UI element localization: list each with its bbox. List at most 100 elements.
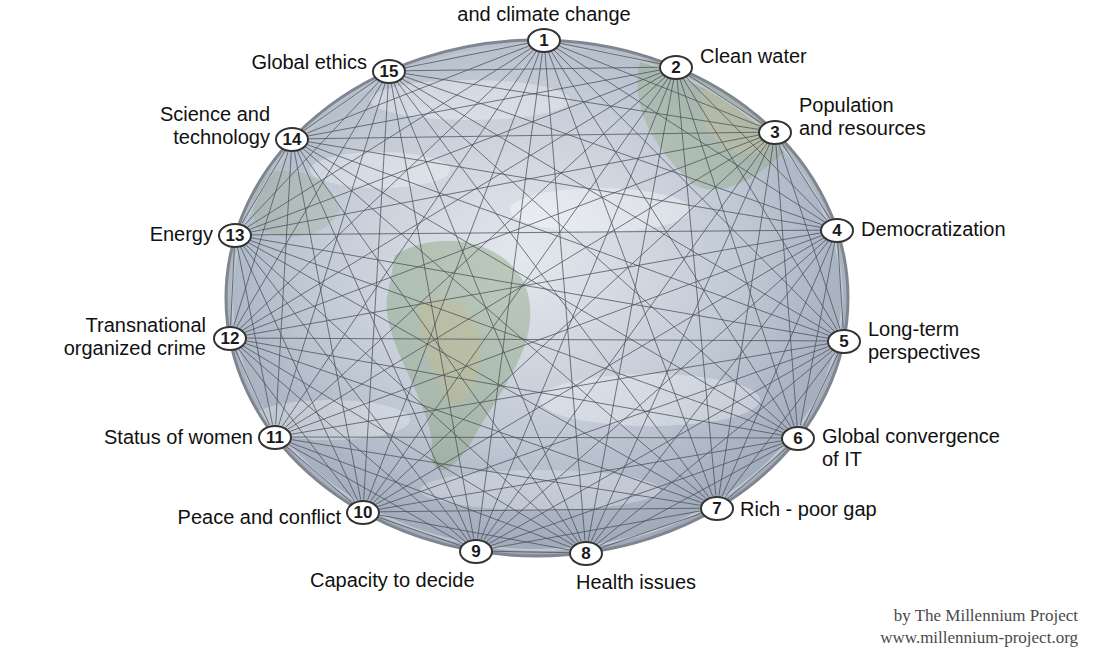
challenge-node: 7Rich - poor gap — [700, 496, 734, 521]
globe-disc — [226, 40, 848, 556]
challenge-label: and climate change — [394, 3, 694, 26]
relation-line — [303, 149, 706, 499]
challenge-number: 7 — [700, 496, 734, 521]
relation-line — [478, 52, 543, 538]
challenge-node: 1and climate change — [527, 28, 561, 53]
relation-line — [240, 50, 533, 328]
globe-inner-ring — [232, 46, 842, 550]
credit-note: by The Millennium Project — [894, 606, 1078, 626]
challenge-number: 12 — [213, 326, 247, 351]
challenge-label: Science and technology — [90, 103, 270, 149]
challenge-node: 12Transnational organized crime — [213, 326, 247, 351]
relation-line — [378, 517, 460, 545]
challenge-number: 9 — [459, 539, 493, 564]
relation-line — [297, 151, 470, 539]
challenge-label: Democratization — [861, 218, 1061, 241]
relation-line — [601, 513, 701, 547]
challenge-label: Long-term perspectives — [868, 318, 1008, 364]
relation-line — [252, 230, 820, 235]
relation-line — [304, 80, 376, 131]
relation-line — [394, 83, 581, 541]
challenge-node: 14Science and technology — [275, 127, 309, 152]
relation-line — [247, 338, 827, 341]
relation-line — [243, 75, 663, 330]
relation-line — [245, 138, 760, 333]
credit-note: www.millennium-project.org — [880, 628, 1078, 648]
challenge-label: Peace and conflict — [81, 506, 341, 529]
challenge-label: Energy — [33, 223, 213, 246]
relation-line — [305, 147, 784, 430]
challenge-number: 3 — [758, 120, 792, 145]
relation-line — [231, 247, 235, 325]
relation-line — [402, 79, 831, 333]
challenge-node: 4Democratization — [820, 218, 854, 243]
challenge-number: 8 — [569, 541, 603, 566]
challenge-number: 5 — [827, 329, 861, 354]
challenge-node: 15Global ethics — [372, 59, 406, 84]
relation-line — [294, 151, 360, 499]
relation-line — [242, 150, 285, 223]
relation-line — [400, 81, 787, 429]
relation-line — [292, 440, 701, 506]
challenge-node: 13Energy — [218, 223, 252, 248]
challenge-label: Global convergence of IT — [822, 425, 1002, 471]
globe-outer-ring — [226, 40, 848, 556]
relation-line — [683, 78, 837, 329]
relation-line — [493, 551, 569, 552]
challenge-label: Rich - poor gap — [740, 498, 940, 521]
relation-line — [406, 67, 659, 71]
relation-line — [276, 151, 292, 424]
challenge-number: 1 — [527, 28, 561, 53]
challenge-node: 11Status of women — [258, 425, 292, 450]
relation-line — [391, 83, 474, 538]
relation-line — [404, 76, 821, 224]
relation-line — [245, 81, 380, 224]
challenge-node: 8Health issues — [569, 541, 603, 566]
relation-line — [235, 350, 269, 425]
relation-line — [782, 143, 830, 218]
relation-line — [309, 142, 821, 227]
challenge-number: 14 — [275, 127, 309, 152]
challenge-label: Transnational organized crime — [6, 314, 206, 360]
relation-line — [308, 70, 659, 136]
challenge-number: 13 — [218, 223, 252, 248]
relation-line — [554, 50, 834, 331]
relation-line — [250, 241, 782, 433]
relation-line — [288, 445, 462, 544]
relation-line — [600, 445, 785, 545]
challenge-label: Clean water — [700, 45, 880, 68]
challenge-node: 6Global convergence of IT — [781, 426, 815, 451]
relation-line — [374, 142, 765, 502]
challenge-label: Capacity to decide — [310, 569, 520, 592]
challenge-number: 10 — [346, 500, 380, 525]
challenge-node: 3Population and resources — [758, 120, 792, 145]
relation-line — [487, 240, 826, 542]
challenge-number: 6 — [781, 426, 815, 451]
relation-line — [481, 79, 671, 539]
relation-line — [405, 43, 527, 67]
challenge-label: Health issues — [576, 571, 776, 594]
relation-line — [397, 82, 709, 497]
relation-line — [484, 143, 767, 540]
challenge-node: 10Peace and conflict — [346, 500, 380, 525]
challenge-number: 2 — [659, 55, 693, 80]
relation-line — [838, 242, 843, 328]
relation-line — [491, 443, 782, 545]
relation-line — [238, 349, 354, 501]
relation-line — [728, 448, 787, 499]
relation-line — [722, 242, 832, 496]
relation-line — [364, 83, 389, 499]
challenge-number: 4 — [820, 218, 854, 243]
relation-line — [292, 437, 781, 439]
challenge-number: 11 — [258, 425, 292, 450]
relation-line — [248, 243, 703, 501]
challenge-number: 15 — [372, 59, 406, 84]
relation-line — [240, 247, 357, 500]
challenge-label: Status of women — [33, 426, 253, 449]
relation-line — [309, 132, 758, 139]
relation-line — [245, 343, 701, 502]
relation-line — [804, 353, 839, 426]
